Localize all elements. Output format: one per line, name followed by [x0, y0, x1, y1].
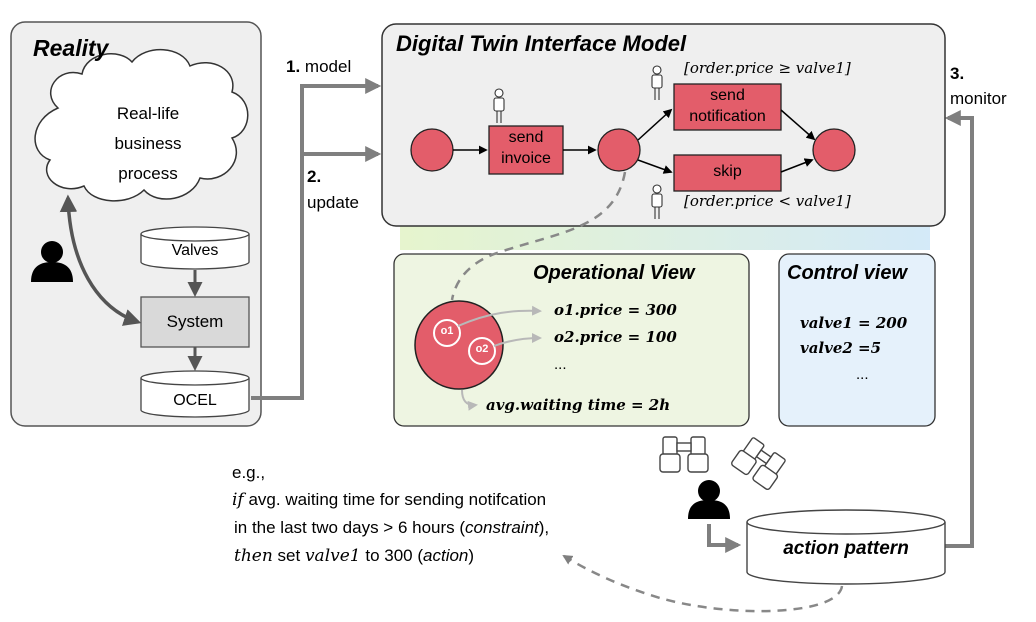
ocel-database — [140, 370, 250, 418]
place-middle — [597, 128, 641, 172]
token-o2 — [468, 337, 496, 365]
if-keyword: if — [232, 490, 244, 510]
model-label: 1. model — [286, 57, 351, 77]
arc — [637, 159, 673, 174]
binoculars-icon — [659, 436, 709, 473]
cloud-line-1: Real-life — [116, 104, 180, 123]
resource-person-icon — [651, 65, 663, 100]
projection-beam — [400, 226, 930, 250]
guard-top: [order.price ≥ valve1] — [684, 59, 851, 77]
constraint-text: in the last two days > 6 hours ( — [234, 518, 466, 537]
control-view-title: Control view — [787, 262, 908, 284]
example-then-line: then set valve1 to 300 (action) — [234, 546, 474, 567]
waiting-link — [461, 389, 478, 411]
send-invoice-line-1: send — [508, 129, 544, 146]
token-o1-link — [457, 305, 542, 327]
valve2-value: valve2 =5 — [800, 339, 882, 357]
digital-twin-panel — [381, 23, 946, 227]
digital-twin-title: Digital Twin Interface Model — [396, 31, 687, 56]
guard-bottom: [order.price < valve1] — [684, 192, 851, 210]
cloud-system-arrow — [59, 194, 142, 326]
update-step-number: 2. — [307, 167, 322, 186]
person-icon — [31, 241, 73, 282]
place-start — [410, 128, 454, 172]
example-constraint-line: in the last two days > 6 hours (constrai… — [234, 518, 549, 538]
zoom-dashed-link — [450, 171, 627, 301]
transition-send-invoice — [488, 125, 564, 175]
valve1-value: valve1 = 200 — [800, 314, 908, 332]
operational-view-panel — [393, 253, 750, 427]
then-keyword: then — [234, 546, 273, 566]
model-step-number: 1. — [286, 57, 301, 76]
send-notification-line-1: send — [710, 87, 745, 104]
model-step-text: model — [304, 57, 352, 76]
business-process-cloud — [34, 48, 249, 202]
o1-price: o1.price = 300 — [554, 301, 677, 319]
system-box — [140, 296, 250, 348]
operational-place — [414, 300, 504, 390]
example-if-line: if avg. waiting time for sending notifca… — [232, 490, 546, 511]
binoculars-icon — [731, 437, 786, 491]
analyst-person-icon — [688, 480, 730, 519]
token-o1 — [433, 319, 461, 347]
arc — [637, 108, 673, 141]
arc — [780, 158, 814, 173]
place-end — [812, 128, 856, 172]
control-view-panel — [778, 253, 936, 427]
cloud-line-2: business — [114, 134, 182, 153]
send-invoice-line-2: invoice — [501, 150, 551, 167]
operational-view-title: Operational View — [533, 262, 695, 284]
analyst-to-pattern-arrow — [707, 524, 742, 553]
skip-label: skip — [713, 163, 742, 180]
action-word: action — [423, 546, 469, 565]
resource-person-icon — [493, 88, 505, 123]
system-label: System — [166, 312, 224, 331]
arc — [780, 109, 816, 141]
token-o2-label: o2 — [475, 343, 489, 355]
action-close: ) — [468, 546, 475, 565]
valves-label: Valves — [171, 242, 219, 259]
operational-ellipsis: ... — [554, 356, 567, 373]
action-pattern-label: action pattern — [783, 538, 909, 559]
then-set: set — [277, 546, 301, 565]
update-step-text: update — [307, 193, 359, 212]
constraint-close: ), — [538, 518, 550, 537]
avg-waiting-time: avg.waiting time = 2h — [486, 396, 671, 414]
transition-send-notification — [673, 83, 782, 131]
action-pattern-database — [746, 509, 946, 585]
control-ellipsis: ... — [856, 366, 869, 383]
send-notification-line-2: notification — [689, 108, 766, 125]
cloud-line-3: process — [118, 164, 178, 183]
resource-person-icon — [651, 184, 663, 219]
then-value: to 300 ( — [365, 546, 424, 565]
transition-skip — [673, 154, 782, 192]
pattern-to-example-dashed-arrow — [562, 554, 844, 613]
token-o2-link — [493, 333, 542, 347]
reality-title: Reality — [33, 35, 109, 61]
model-arrow — [251, 78, 382, 400]
if-condition: avg. waiting time for sending notifcatio… — [248, 490, 547, 509]
o2-price: o2.price = 100 — [554, 328, 677, 346]
example-eg: e.g., — [232, 463, 266, 482]
then-valve: valve1 — [304, 546, 361, 566]
monitor-step-number: 3. — [950, 64, 965, 83]
ocel-label: OCEL — [173, 392, 217, 409]
monitor-arrow — [944, 110, 974, 548]
monitor-step-text: monitor — [950, 89, 1007, 108]
token-o1-label: o1 — [440, 325, 454, 337]
constraint-word: constraint — [465, 518, 539, 537]
